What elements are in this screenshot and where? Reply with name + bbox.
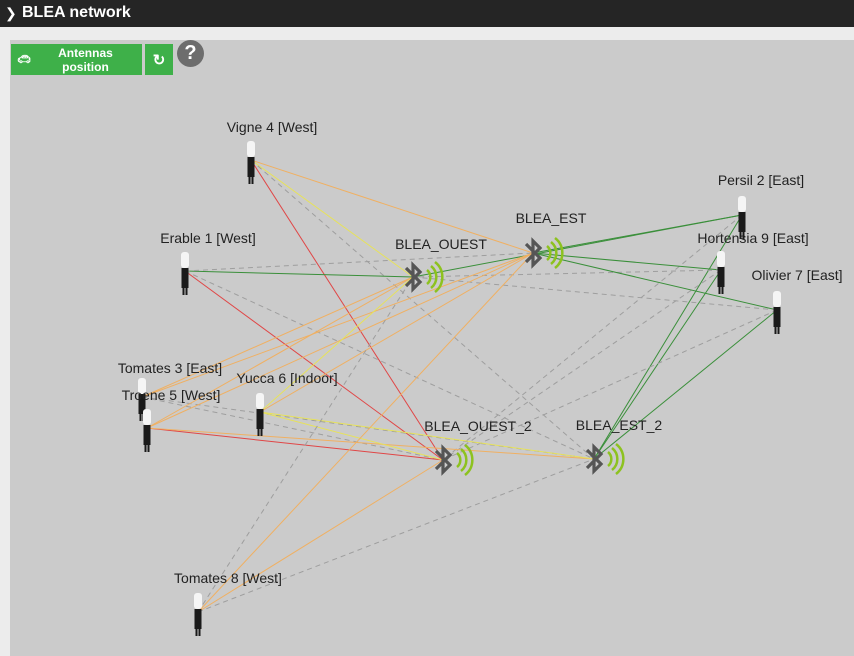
plant-sensor-icon (246, 140, 256, 185)
link-erable1-a_est (184, 252, 534, 272)
antennas-position-button[interactable]: 🚗︎ Antennas position (11, 44, 142, 75)
bluetooth-icon (434, 446, 452, 474)
antenna-label-a_ouest: BLEA_OUEST (395, 236, 487, 252)
antenna-label-a_est2: BLEA_EST_2 (576, 417, 663, 433)
device-vigne4[interactable] (246, 140, 256, 185)
link-hortensia9-a_est2 (593, 269, 722, 460)
refresh-icon: ↻ (152, 51, 166, 69)
link-persil2-a_ouest (412, 214, 743, 278)
link-vigne4-a_est (250, 159, 534, 254)
link-tomates3-a_ouest (141, 276, 414, 398)
signal-icon (425, 260, 444, 294)
device-erable1[interactable] (180, 251, 190, 296)
link-persil2-a_ouest2 (442, 214, 743, 461)
device-label-yucca6: Yucca 6 [Indoor] (236, 370, 337, 386)
link-troene5-a_est (146, 252, 534, 429)
link-yucca6-a_est2 (259, 411, 595, 460)
antennas-position-label: Antennas position (58, 45, 113, 74)
link-troene5-a_est2 (146, 427, 595, 460)
link-hortensia9-a_ouest (412, 269, 722, 278)
device-troene5[interactable] (142, 408, 152, 453)
device-label-hortensia9: Hortensia 9 [East] (697, 230, 808, 246)
link-vigne4-a_ouest (250, 159, 414, 278)
link-vigne4-a_est2 (250, 159, 595, 460)
antenna-label-a_est: BLEA_EST (516, 210, 587, 226)
link-tomates3-a_ouest2 (141, 396, 444, 461)
link-yucca6-a_ouest2 (259, 411, 444, 461)
antenna-a_ouest[interactable] (404, 260, 444, 294)
chevron-right-icon[interactable]: ❯ (5, 5, 17, 21)
link-tomates8-a_est (197, 252, 534, 613)
device-yucca6[interactable] (255, 392, 265, 437)
device-label-olivier7: Olivier 7 [East] (751, 267, 842, 283)
car-icon: 🚗︎ (17, 54, 31, 66)
plant-sensor-icon (716, 250, 726, 295)
link-yucca6-a_ouest (259, 276, 414, 413)
device-label-tomates8: Tomates 8 [West] (174, 570, 282, 586)
plant-sensor-icon (142, 408, 152, 453)
link-erable1-a_est2 (184, 270, 595, 460)
plant-sensor-icon (180, 251, 190, 296)
link-olivier7-a_ouest (412, 276, 778, 311)
device-label-tomates3: Tomates 3 [East] (118, 360, 222, 376)
antenna-a_est2[interactable] (585, 442, 625, 476)
link-hortensia9-a_ouest2 (442, 269, 722, 461)
link-hortensia9-a_est (532, 252, 722, 271)
separator (0, 27, 854, 40)
link-yucca6-a_est (259, 252, 534, 413)
device-tomates8[interactable] (193, 592, 203, 637)
device-label-erable1: Erable 1 [West] (160, 230, 255, 246)
plant-sensor-icon (193, 592, 203, 637)
link-tomates3-a_est (141, 252, 534, 398)
signal-icon (545, 236, 564, 270)
device-hortensia9[interactable] (716, 250, 726, 295)
link-olivier7-a_est (532, 252, 778, 311)
network-canvas[interactable] (10, 40, 854, 656)
link-erable1-a_ouest2 (184, 270, 444, 461)
refresh-button[interactable]: ↻ (145, 44, 173, 75)
antenna-a_est[interactable] (524, 236, 564, 270)
device-label-persil2: Persil 2 [East] (718, 172, 804, 188)
link-vigne4-a_ouest2 (250, 159, 444, 461)
device-olivier7[interactable] (772, 290, 782, 335)
device-label-vigne4: Vigne 4 [West] (227, 119, 318, 135)
link-tomates8-a_ouest2 (197, 459, 444, 613)
link-troene5-a_ouest2 (146, 427, 444, 461)
link-olivier7-a_est2 (593, 309, 778, 460)
signal-icon (606, 442, 625, 476)
antenna-label-a_ouest2: BLEA_OUEST_2 (424, 418, 532, 434)
link-erable1-a_ouest (184, 270, 414, 278)
plant-sensor-icon (772, 290, 782, 335)
link-troene5-a_ouest (146, 276, 414, 429)
help-icon[interactable]: ? (177, 40, 204, 67)
header-bar: ❯ BLEA network (0, 0, 854, 27)
plant-sensor-icon (255, 392, 265, 437)
device-label-troene5: Troene 5 [West] (122, 387, 221, 403)
link-olivier7-a_ouest2 (442, 309, 778, 461)
page-title: BLEA network (22, 4, 131, 21)
link-tomates8-a_est2 (197, 458, 595, 613)
link-tomates8-a_ouest (197, 276, 414, 613)
